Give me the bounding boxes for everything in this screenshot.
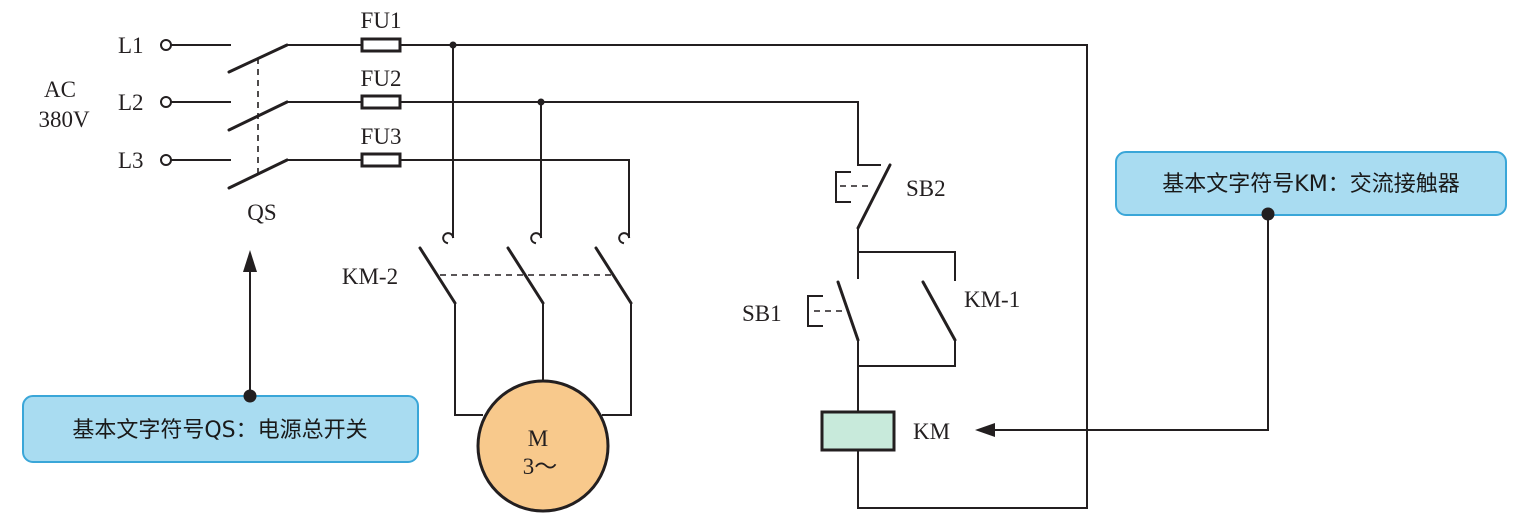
- label-voltage: 380V: [38, 107, 90, 132]
- parallel-bottom: [857, 339, 956, 367]
- label-km: KM: [913, 419, 950, 444]
- note-km-box: [1115, 151, 1507, 216]
- note-km-text: 基本文字符号KM：交流接触器: [1162, 172, 1459, 197]
- km1-aux-contact: [921, 280, 957, 342]
- label-km2: KM-2: [342, 264, 398, 289]
- motor: M 3～: [476, 379, 610, 513]
- label-sb1: SB1: [742, 301, 782, 326]
- terminal-l3: [160, 154, 172, 166]
- terminal-l1: [160, 39, 172, 51]
- l3-bus-wire: [399, 159, 630, 238]
- label-ac: AC: [44, 77, 76, 102]
- arrow-left-icon: [975, 423, 995, 437]
- label-l3: L3: [118, 148, 144, 173]
- callout-qs: 基本文字符号QS：电源总开关: [22, 250, 419, 463]
- arrow-up-icon: [243, 250, 257, 272]
- qs-main-switch: [227, 43, 289, 190]
- fuse-fu3: [360, 152, 402, 168]
- sb2-stop-button: [835, 163, 892, 253]
- motor-circle: [476, 379, 610, 513]
- label-motor-m: M: [528, 426, 548, 451]
- label-fu3: FU3: [361, 124, 402, 149]
- label-l2: L2: [118, 90, 144, 115]
- parallel-top: [857, 251, 956, 281]
- l2-bus-wire: [399, 101, 859, 166]
- note-qs-box: [22, 395, 419, 463]
- label-km1: KM-1: [964, 287, 1020, 312]
- km2-main-contacts: [418, 232, 633, 416]
- fuse-fu2: [360, 94, 402, 110]
- sb1-start-button: [807, 280, 860, 342]
- callout-km: 基本文字符号KM：交流接触器: [975, 151, 1507, 437]
- label-fu2: FU2: [361, 66, 402, 91]
- fuse-fu1: [360, 37, 402, 53]
- label-qs: QS: [247, 200, 276, 225]
- km-coil: [820, 410, 896, 452]
- pin-dot-icon: [243, 389, 257, 403]
- phase-terminals: [160, 39, 231, 166]
- km-callout-line: [994, 213, 1269, 431]
- label-sb2: SB2: [906, 176, 946, 201]
- terminal-l2: [160, 96, 172, 108]
- label-fu1: FU1: [361, 8, 402, 33]
- label-motor-phase: 3～: [523, 454, 558, 479]
- note-qs-text: 基本文字符号QS：电源总开关: [72, 418, 367, 443]
- l1-bus-wire: [399, 44, 1088, 509]
- label-l1: L1: [118, 33, 144, 58]
